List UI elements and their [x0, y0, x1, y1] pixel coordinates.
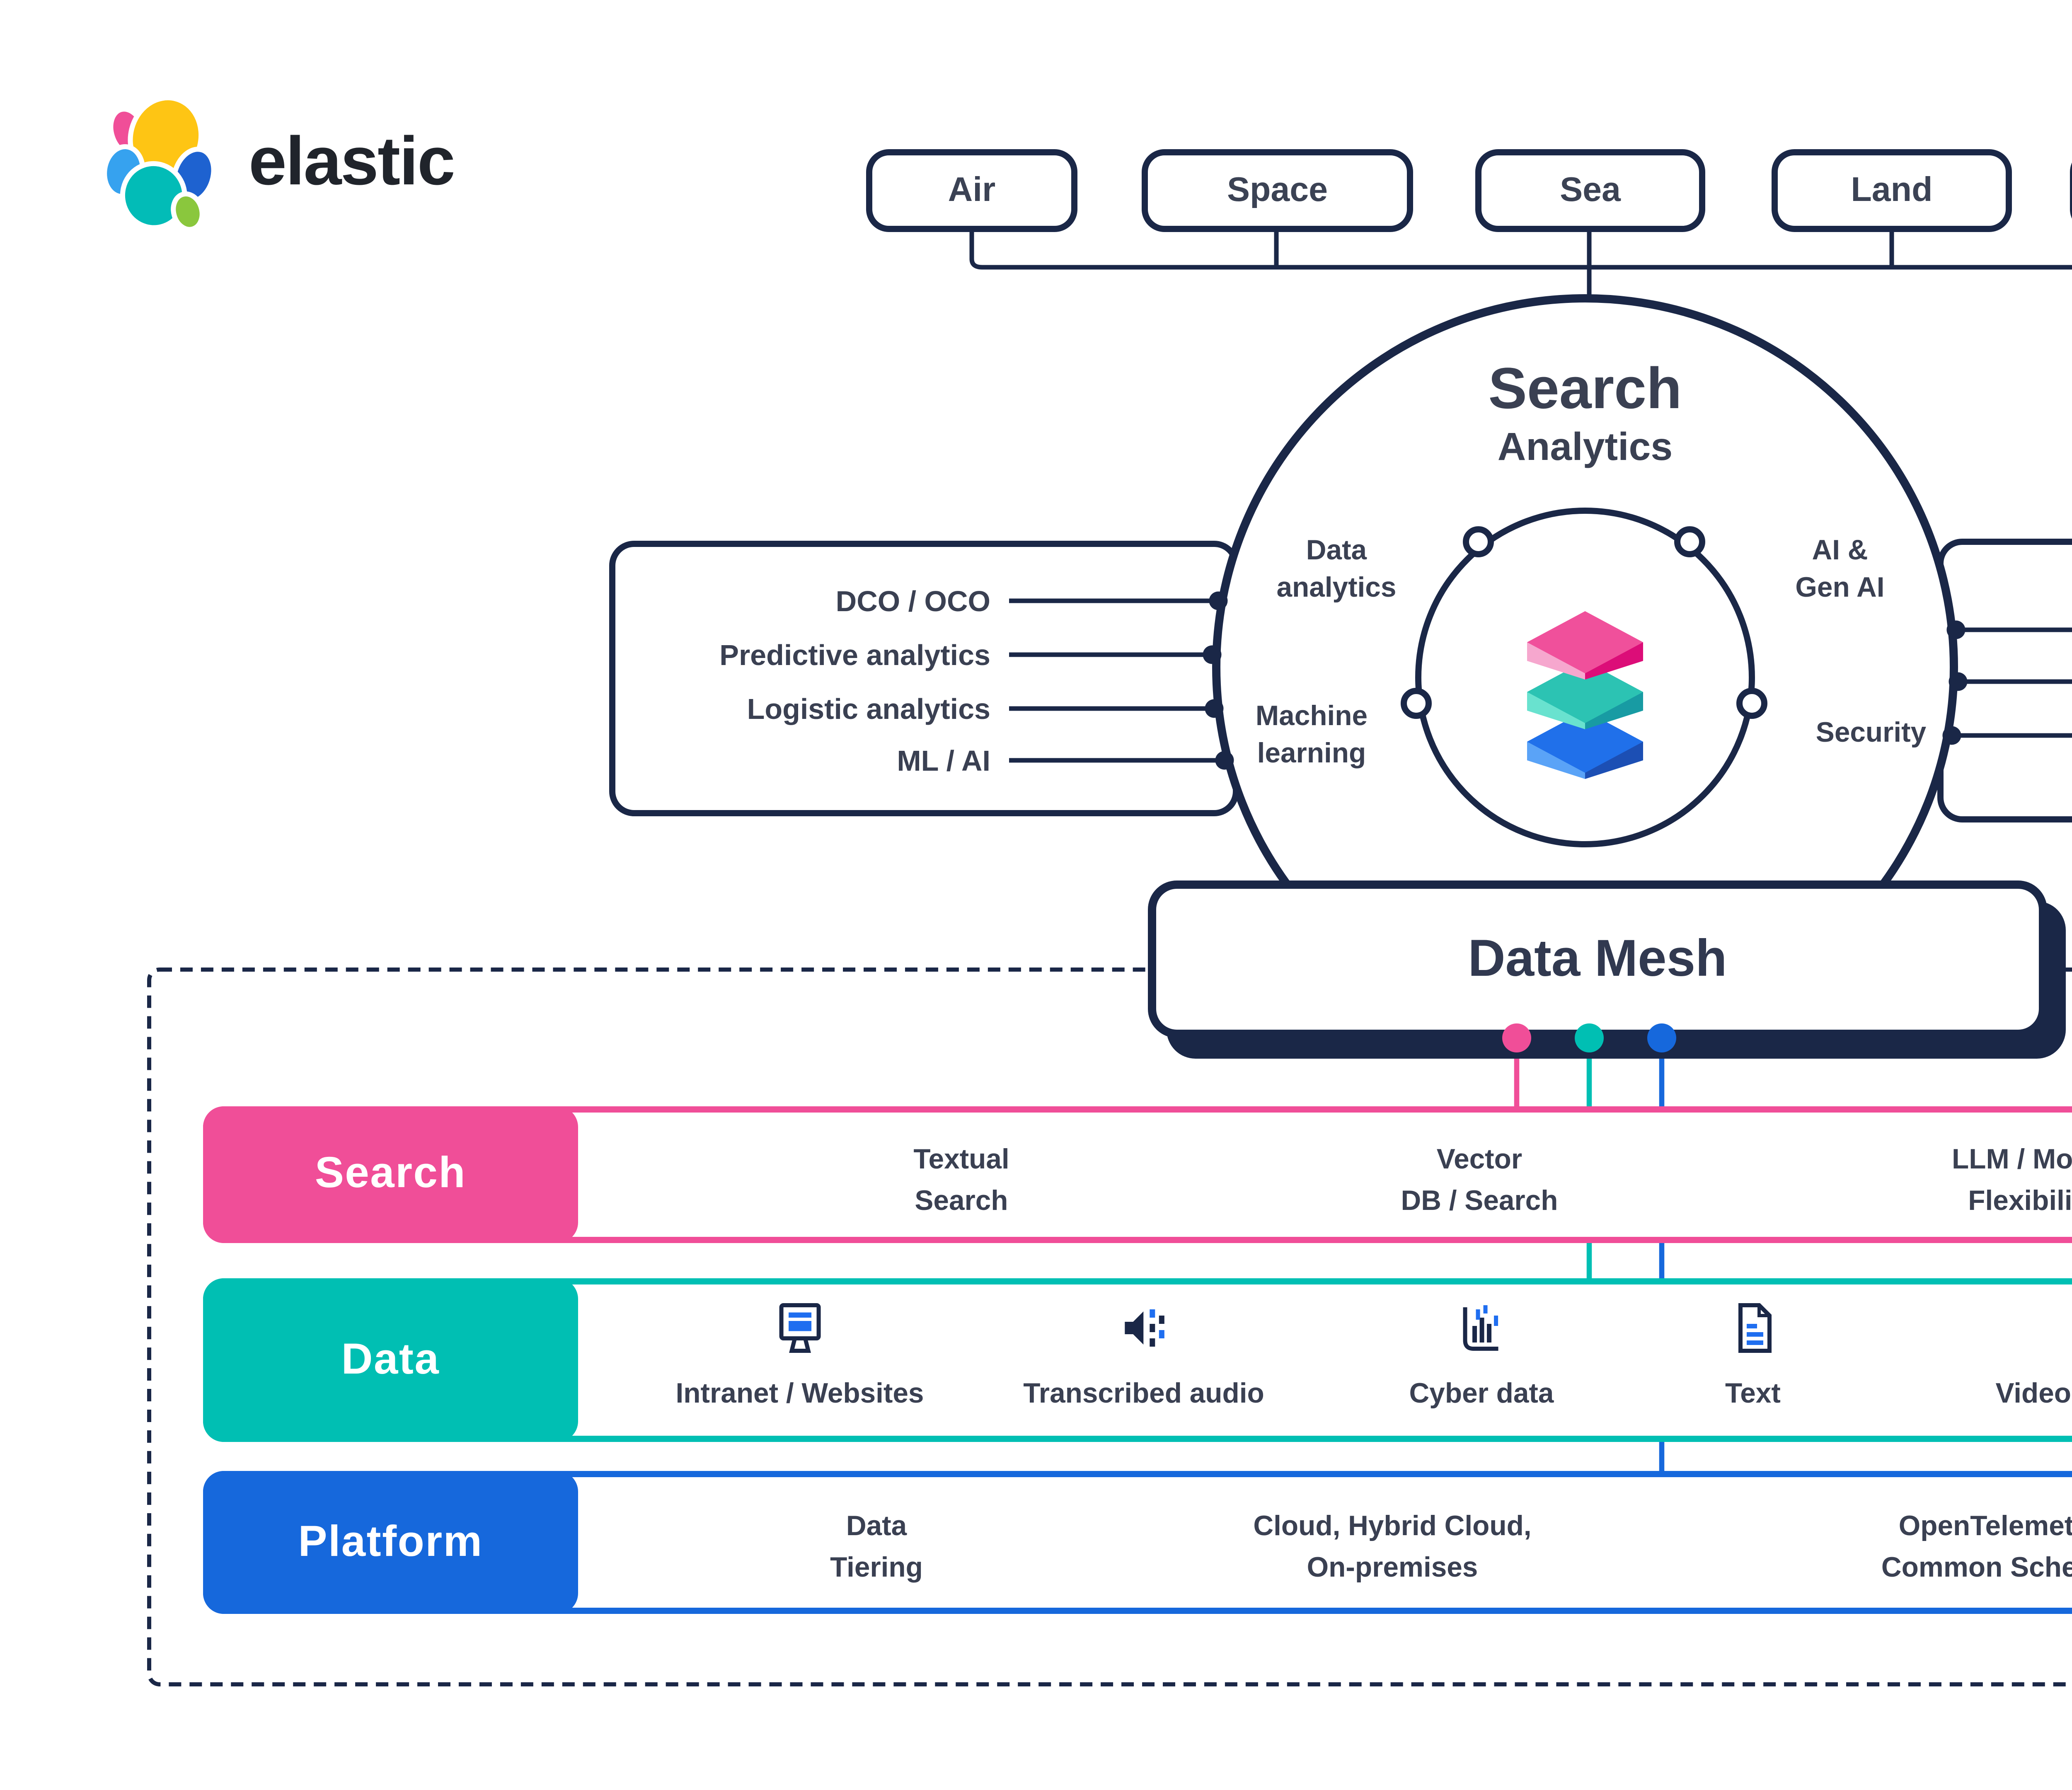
- data-item-cyber-data: Cyber data: [1409, 1299, 1554, 1409]
- platform-item-cloud-hybrid-onprem: Cloud, Hybrid Cloud, On-premises: [1253, 1510, 1532, 1582]
- data-item-transcribed-audio: Transcribed audio: [1023, 1299, 1264, 1409]
- data-row-label: Data: [341, 1335, 440, 1383]
- audio-icon: [1125, 1309, 1165, 1347]
- left-item-predictive-analytics: Predictive analytics: [719, 638, 990, 671]
- pill-space: Space: [1142, 149, 1413, 232]
- foundation-dashed-container: [147, 968, 2072, 1686]
- data-mesh-box: Data Mesh: [1148, 880, 2047, 1038]
- data-row-header: Data: [203, 1278, 578, 1442]
- elastic-logo: elastic: [104, 95, 455, 228]
- search-row-label: Search: [315, 1150, 467, 1197]
- platform-row-header: Platform: [203, 1471, 578, 1614]
- search-item-llm-model-flexibility: LLM / Model Flexibility: [1952, 1144, 2072, 1215]
- quadrant-ai-gen-ai: AI & Gen AI: [1795, 535, 1885, 602]
- quadrant-security: Security: [1815, 717, 1927, 748]
- node-ring-top-left: [1463, 526, 1494, 557]
- elastic-wordmark: elastic: [249, 122, 455, 199]
- data-item-video-image-metadata: Video / Image metadata: [1995, 1378, 2072, 1409]
- monitor-icon: [779, 1303, 821, 1353]
- left-item-ml-ai: ML / AI: [897, 744, 990, 777]
- mesh-dot-data: [1575, 1023, 1604, 1052]
- document-icon: [1738, 1303, 1772, 1353]
- left-item-logistic-analytics: Logistic analytics: [747, 692, 990, 725]
- elastic-stack-icon: [1527, 611, 1643, 779]
- platform-item-data-tiering: Data Tiering: [830, 1510, 923, 1582]
- data-mesh-label: Data Mesh: [1468, 929, 1727, 987]
- search-item-vector-db-search: Vector DB / Search: [1401, 1144, 1558, 1215]
- search-item-textual-search: Textual Search: [913, 1144, 1009, 1215]
- quadrant-machine-learning: Machine learning: [1255, 700, 1368, 768]
- pill-land: Land: [1772, 149, 2012, 232]
- quadrant-data-analytics: Data analytics: [1276, 535, 1397, 602]
- bar-chart-icon: [1463, 1305, 1498, 1351]
- platform-item-opentelemetry-common-schema: OpenTelemetry Common Schema: [1881, 1510, 2072, 1582]
- search-row-header: Search: [203, 1106, 578, 1243]
- data-item-text: Text: [1724, 1299, 1782, 1409]
- layer-row-data: Data Intranet / Websites Transcribed aud…: [203, 1278, 2072, 1442]
- circle-subtitle: Analytics: [1497, 427, 1673, 470]
- layer-row-search: Search Textual Search Vector DB / Search…: [203, 1106, 2072, 1243]
- layer-row-platform: Platform Data Tiering Cloud, Hybrid Clou…: [203, 1471, 2072, 1614]
- pill-air: Air: [866, 149, 1077, 232]
- mesh-dot-platform: [1647, 1023, 1676, 1052]
- left-capability-box: [609, 541, 1239, 816]
- data-item-intranet-websites: Intranet / Websites: [676, 1299, 924, 1409]
- mesh-dot-search: [1502, 1023, 1531, 1052]
- circle-title: Search: [1488, 356, 1682, 421]
- pill-sea: Sea: [1475, 149, 1705, 232]
- platform-row-label: Platform: [298, 1517, 483, 1565]
- elastic-logo-mark: [104, 95, 216, 228]
- left-item-dco-oco: DCO / OCO: [835, 584, 990, 617]
